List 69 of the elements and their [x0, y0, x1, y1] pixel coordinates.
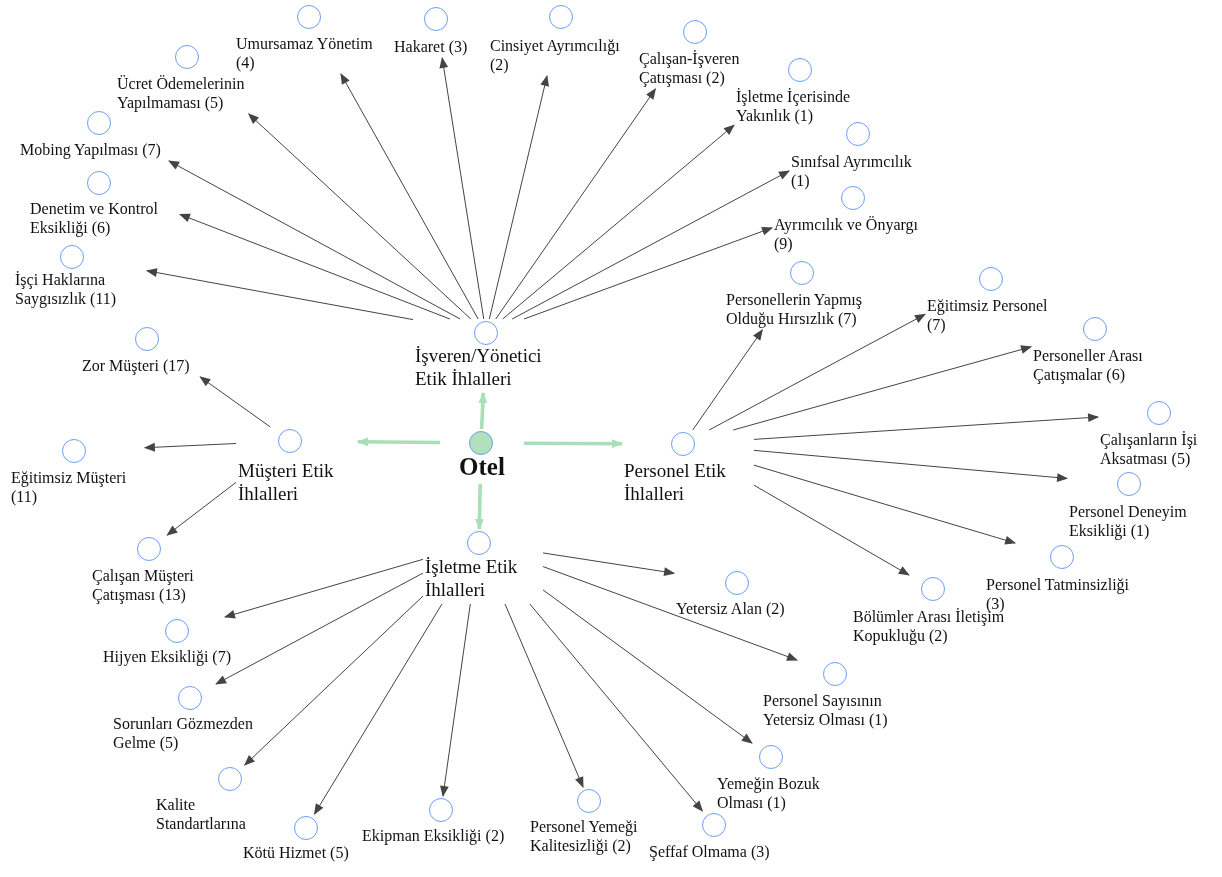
arrow [708, 313, 926, 431]
arrow [199, 376, 271, 428]
arrow [215, 572, 424, 685]
arrow [502, 124, 735, 320]
category-label: İşveren/Yönetici Etik İhlalleri [415, 345, 543, 391]
arrow [753, 464, 1017, 545]
arrow [439, 56, 485, 320]
arrow [495, 88, 657, 320]
topic-label: Personel Deneyim Eksikliği (1) [1069, 502, 1188, 541]
topic-label: Hakaret (3) [394, 37, 469, 57]
category-label: İşletme Etik İhlalleri [425, 556, 519, 602]
topic-label: Ekipman Eksikliği (2) [362, 826, 506, 846]
arrow [523, 227, 774, 320]
arrow [504, 603, 584, 788]
topic-label: Denetim ve Kontrol Eksikliği (6) [30, 199, 159, 238]
topic-label: Yetersiz Alan (2) [676, 599, 786, 619]
arrow [753, 449, 1069, 482]
topic-label: Ayrımcılık ve Önyargı (9) [774, 215, 919, 254]
topic-label: Sınıfsal Ayrımcılık (1) [791, 152, 913, 191]
arrow [488, 74, 549, 320]
topic-label: Şeffaf Olmama (3) [649, 842, 771, 862]
topic-label: Personel Sayısının Yetersiz Olması (1) [763, 691, 889, 730]
arrow [511, 170, 790, 320]
arrow [313, 603, 443, 815]
arrow [524, 439, 624, 449]
arrow [340, 73, 479, 320]
topic-label: Personeller Arası Çatışmalar (6) [1033, 346, 1144, 385]
arrow [478, 391, 488, 430]
topic-label: Yemeğin Bozuk Olması (1) [717, 774, 821, 813]
topic-label: Mobing Yapılması (7) [20, 140, 162, 160]
title-label: Otel [458, 452, 506, 482]
topic-label: Umursamaz Yönetim (4) [236, 34, 374, 73]
arrow [732, 345, 1033, 431]
arrow [542, 552, 676, 577]
topic-label: Kalite Standartlarına [156, 795, 247, 834]
arrow [529, 603, 704, 812]
arrow [753, 484, 910, 576]
arrow [753, 413, 1100, 440]
arrow [692, 329, 763, 431]
arrow [145, 268, 414, 321]
topic-label: Eğitimsiz Müşteri (11) [11, 468, 128, 507]
topic-label: Çalışanların İşi Aksatması (5) [1100, 430, 1199, 469]
topic-label: Sorunları Gözmezden Gelme (5) [113, 714, 254, 753]
arrow [247, 113, 472, 320]
topic-label: Zor Müşteri (17) [82, 356, 191, 376]
arrow [166, 481, 237, 536]
category-label: Müşteri Etik İhlalleri [238, 460, 335, 506]
arrow [243, 595, 424, 766]
topic-label: İşletme İçerisinde Yakınlık (1) [736, 87, 852, 126]
topic-label: İşçi Haklarına Saygısızlık (11) [15, 270, 118, 309]
topic-label: Hijyen Eksikliği (7) [103, 647, 232, 667]
arrow [168, 160, 461, 320]
arrow [224, 558, 424, 619]
topic-label: Çalışan-İşveren Çatışması (2) [639, 49, 741, 88]
arrow [356, 437, 440, 447]
arrow [542, 589, 753, 744]
topic-label: Personellerin Yapmış Olduğu Hırsızlık (7) [726, 290, 863, 329]
arrow [178, 213, 451, 320]
arrow [475, 483, 484, 531]
topic-label: Personel Yemeği Kalitesizliği (2) [530, 817, 639, 856]
topic-label: Eğitimsiz Personel (7) [927, 296, 1049, 335]
topic-label: Çalışan Müşteri Çatışması (13) [92, 566, 195, 605]
category-label: Personel Etik İhlalleri [624, 460, 727, 506]
arrow [143, 442, 237, 452]
topic-label: Ücret Ödemelerinin Yapılmaması (5) [117, 74, 246, 113]
topic-label: Kötü Hizmet (5) [243, 843, 350, 863]
topic-label: Cinsiyet Ayrımcılığı (2) [490, 36, 621, 75]
arrow [440, 603, 471, 798]
arrow [542, 566, 798, 661]
